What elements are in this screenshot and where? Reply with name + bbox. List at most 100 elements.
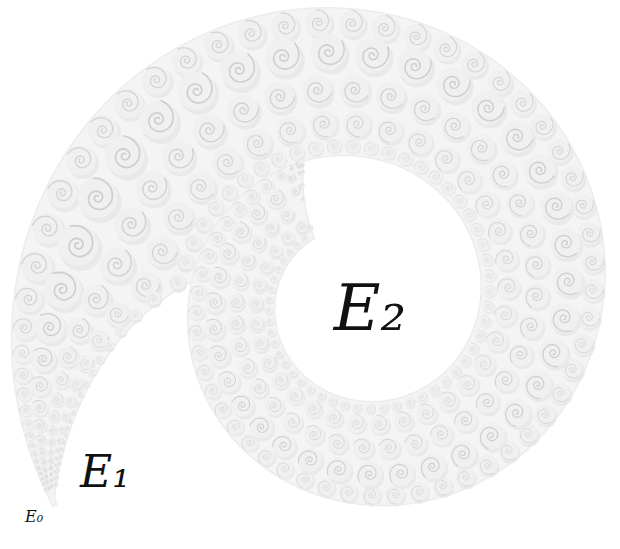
curl-stroke [13, 319, 31, 333]
curl-disc [524, 284, 549, 309]
curl-disc [475, 192, 499, 216]
curl-disc [494, 304, 516, 326]
curl-disc [276, 170, 286, 180]
curl-shadow [352, 404, 363, 415]
curl-disc [561, 166, 584, 189]
curl-stroke [279, 13, 295, 34]
curl-disc [468, 134, 495, 161]
curl-stroke [319, 41, 345, 65]
curl-disc [191, 285, 206, 300]
curl-disc [437, 67, 471, 101]
curl-disc [202, 248, 217, 263]
curl-shadow [484, 270, 497, 283]
curl-stroke [38, 449, 45, 455]
curl-shadow [300, 171, 305, 176]
curl-disc [207, 199, 223, 215]
curl-stroke [586, 257, 604, 271]
curl-stroke [364, 143, 375, 152]
curl-stroke [267, 224, 279, 233]
curl-stroke [224, 244, 236, 260]
curl-disc [172, 46, 200, 74]
curl-disc [272, 434, 295, 457]
curl-stroke [287, 250, 292, 256]
curl-stroke [60, 427, 66, 432]
curl-stroke [54, 483, 57, 486]
curl-disc [58, 425, 67, 434]
curl-disc [471, 222, 484, 235]
curl-shadow [95, 355, 105, 365]
curl-stroke [381, 89, 403, 109]
curl-shadow [365, 405, 376, 416]
curl-stroke [232, 294, 243, 308]
curl-shadow [38, 449, 48, 459]
curl-stroke [23, 420, 31, 426]
curl-stroke [278, 171, 284, 178]
curl-stroke [36, 436, 44, 444]
curl-disc [48, 458, 54, 464]
curl-stroke [22, 254, 47, 273]
curl-stroke [352, 414, 363, 429]
curl-disc [407, 129, 432, 154]
curl-stroke [379, 15, 395, 36]
curl-disc [35, 435, 46, 446]
curl-disc [55, 475, 59, 479]
curl-disc [510, 91, 534, 115]
curl-stroke [69, 420, 73, 423]
curl-disc [494, 368, 517, 391]
curl-stroke [583, 229, 600, 242]
curl-stroke [318, 394, 326, 400]
curl-disc [553, 266, 583, 296]
curl-stroke [346, 10, 362, 31]
curl-disc [339, 400, 349, 410]
curl-stroke [217, 155, 238, 175]
curl-shadow [392, 402, 403, 413]
curl-stroke [506, 404, 523, 426]
curl-stroke [149, 101, 173, 132]
curl-disc [49, 392, 63, 406]
curl-disc [398, 151, 412, 165]
curl-disc [33, 419, 47, 433]
curl-stroke [268, 330, 275, 336]
curl-disc [142, 66, 171, 95]
curl-stroke [247, 190, 257, 200]
curl-stroke [110, 308, 129, 323]
curl-stroke [477, 330, 484, 339]
curl-stroke [480, 427, 497, 449]
curl-shadow [306, 225, 313, 232]
curl-stroke [521, 225, 537, 246]
curl-stroke [432, 385, 439, 394]
curl-shadow [68, 419, 73, 424]
curl-disc [62, 440, 66, 444]
curl-stroke [292, 189, 299, 195]
curl-disc [519, 314, 543, 338]
curl-stroke [379, 439, 396, 453]
curl-disc [279, 207, 295, 223]
curl-stroke [309, 400, 320, 414]
curl-shadow [56, 468, 61, 473]
curl-stroke [276, 374, 288, 387]
curl-stroke [230, 54, 255, 82]
curl-stroke [459, 376, 475, 390]
curl-disc [208, 345, 230, 367]
curl-stroke [399, 412, 410, 426]
curl-stroke [116, 136, 140, 168]
curl-disc [550, 228, 580, 258]
curl-shadow [429, 386, 441, 398]
curl-stroke [250, 418, 268, 432]
curl-disc [204, 318, 225, 339]
curl-disc [364, 140, 379, 155]
curl-disc [266, 189, 285, 208]
curl-disc [135, 171, 168, 204]
curl-disc [189, 304, 205, 320]
curl-shadow [246, 190, 261, 205]
curl-stroke [507, 129, 533, 150]
curl-disc [365, 404, 375, 414]
curl-stroke [259, 451, 271, 464]
curl-disc [58, 347, 78, 367]
curl-disc [306, 385, 316, 395]
curl-stroke [471, 343, 478, 352]
curl-stroke [415, 101, 435, 121]
curl-disc [253, 160, 269, 176]
curl-shadow [34, 420, 48, 434]
curl-shadow [417, 393, 429, 405]
